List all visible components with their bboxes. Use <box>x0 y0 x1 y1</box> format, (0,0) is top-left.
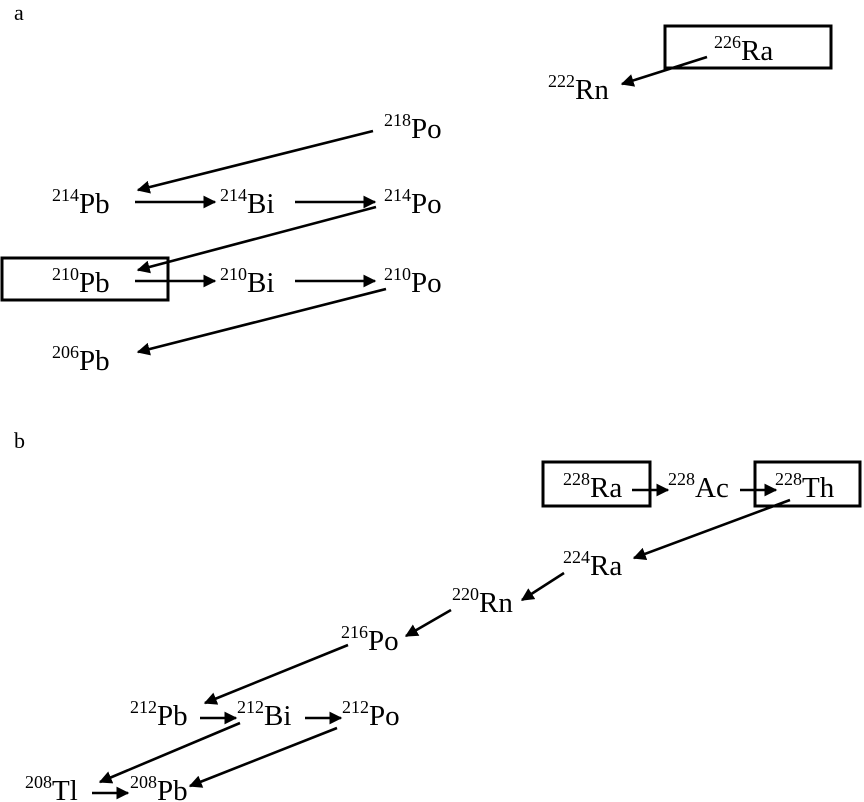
svg-text:228Ac: 228Ac <box>668 469 729 504</box>
nuclide-po212: 212Po <box>342 697 400 732</box>
svg-text:224Ra: 224Ra <box>563 547 622 582</box>
panel-a-label: a <box>14 0 24 25</box>
arrow-po218-pb214 <box>136 129 374 194</box>
arrow-ra226-rn222 <box>620 55 708 87</box>
nuclide-bi212: 212Bi <box>237 697 291 732</box>
nuclide-pb208: 208Pb <box>130 772 188 802</box>
svg-text:220Rn: 220Rn <box>452 584 513 619</box>
svg-text:210Bi: 210Bi <box>220 264 274 299</box>
panel-b-label: b <box>14 428 25 453</box>
nuclide-po210: 210Po <box>384 264 442 299</box>
arrow-rn220-po216 <box>404 608 452 638</box>
box-ra228 <box>541 460 652 508</box>
nuclide-th228: 228Th <box>775 469 835 504</box>
arrow-po214-pb210 <box>136 205 377 274</box>
arrow-po212-pb208 <box>188 726 338 788</box>
nuclide-rn220: 220Rn <box>452 584 513 619</box>
nuclide-ac228: 228Ac <box>668 469 729 504</box>
svg-text:228Ra: 228Ra <box>563 469 622 504</box>
box-th228 <box>753 460 862 508</box>
svg-text:222Rn: 222Rn <box>548 71 609 106</box>
nuclide-ra228: 228Ra <box>563 469 622 504</box>
svg-text:208Tl: 208Tl <box>25 772 78 802</box>
arrow-th228-ra224 <box>632 498 791 561</box>
nuclide-ra224: 224Ra <box>563 547 622 582</box>
nuclide-tl208: 208Tl <box>25 772 78 802</box>
arrow-ra224-rn220 <box>520 571 565 602</box>
arrow-po210-pb206 <box>136 287 387 356</box>
nuclide-pb214: 214Pb <box>52 185 110 220</box>
nuclide-pb212: 212Pb <box>130 697 188 732</box>
nuclide-pb210: 210Pb <box>52 264 110 299</box>
box-ra226 <box>663 24 833 70</box>
svg-text:210Pb: 210Pb <box>52 264 110 299</box>
nuclide-pb206: 206Pb <box>52 342 110 377</box>
arrow-bi212-tl208 <box>98 721 241 784</box>
svg-text:212Pb: 212Pb <box>130 697 188 732</box>
svg-text:214Po: 214Po <box>384 185 442 220</box>
svg-text:216Po: 216Po <box>341 622 399 657</box>
nuclide-ra226: 226Ra <box>714 32 773 67</box>
nuclide-po214: 214Po <box>384 185 442 220</box>
svg-text:208Pb: 208Pb <box>130 772 188 802</box>
svg-text:228Th: 228Th <box>775 469 835 504</box>
nuclide-po218: 218Po <box>384 110 442 145</box>
svg-text:214Pb: 214Pb <box>52 185 110 220</box>
svg-text:226Ra: 226Ra <box>714 32 773 67</box>
svg-text:214Bi: 214Bi <box>220 185 274 220</box>
svg-text:212Po: 212Po <box>342 697 400 732</box>
nuclide-bi214: 214Bi <box>220 185 274 220</box>
nuclide-rn222: 222Rn <box>548 71 609 106</box>
svg-text:206Pb: 206Pb <box>52 342 110 377</box>
nuclide-po216: 216Po <box>341 622 399 657</box>
svg-text:218Po: 218Po <box>384 110 442 145</box>
svg-text:212Bi: 212Bi <box>237 697 291 732</box>
box-pb210 <box>0 256 170 302</box>
svg-text:210Po: 210Po <box>384 264 442 299</box>
nuclide-bi210: 210Bi <box>220 264 274 299</box>
arrow-po216-pb212 <box>203 643 349 705</box>
